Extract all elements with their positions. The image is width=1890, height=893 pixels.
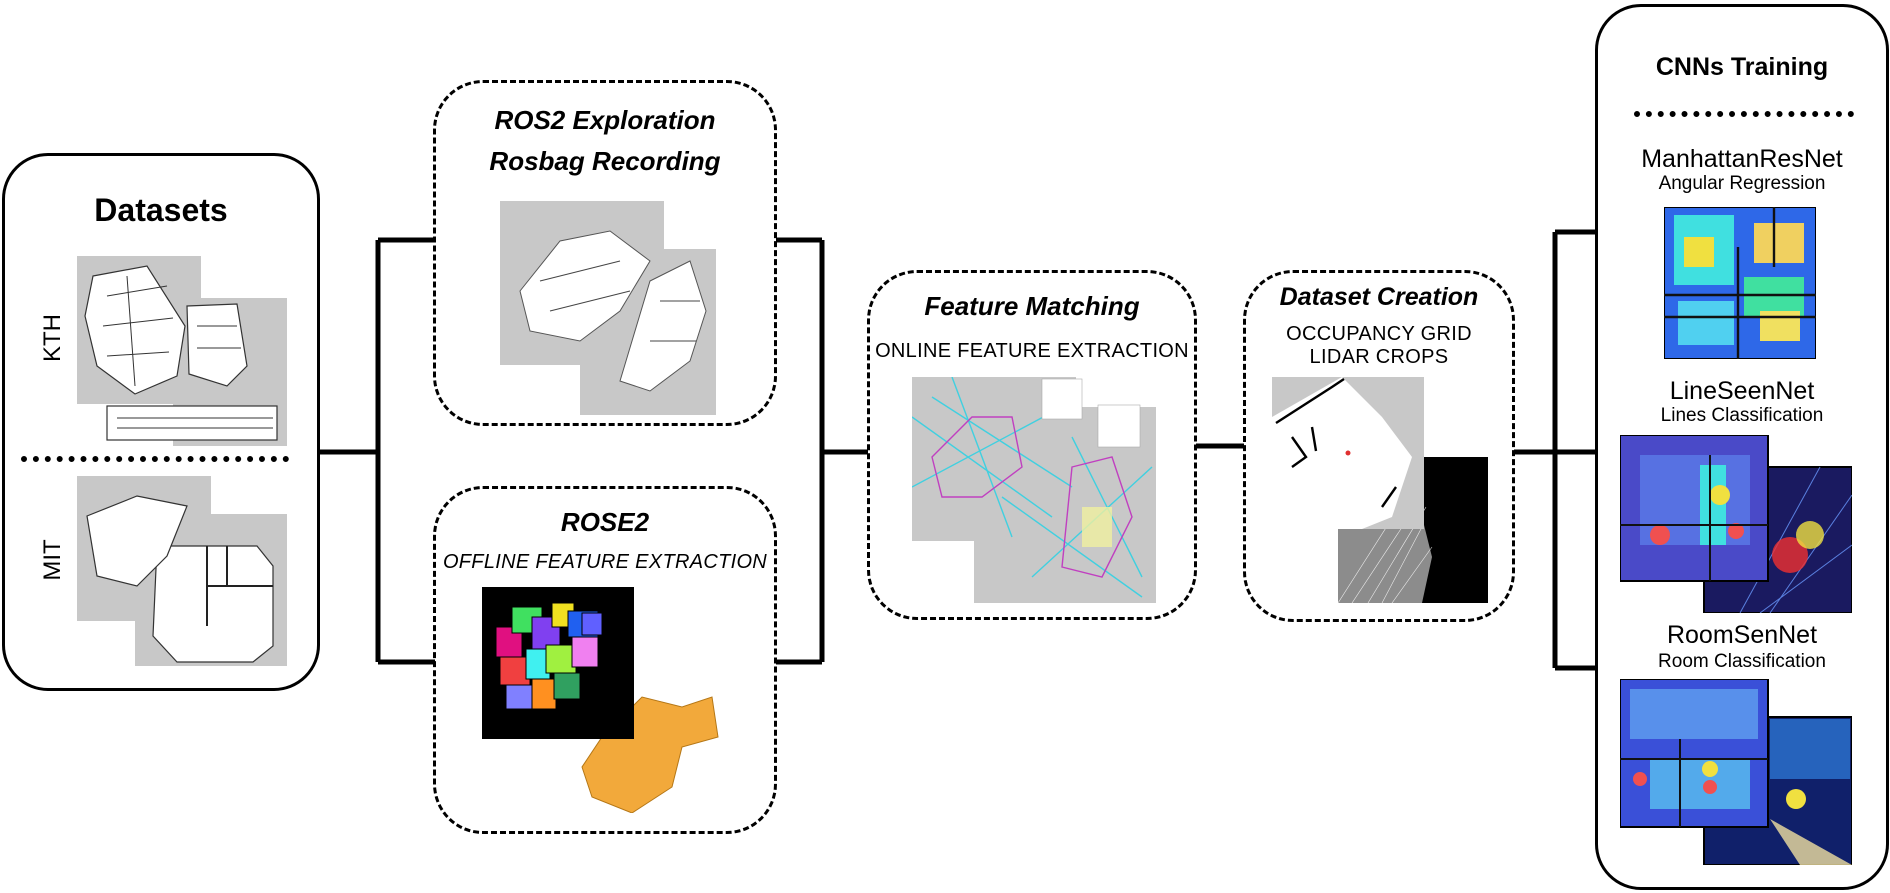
manhattanresnet-name: ManhattanResNet	[1641, 145, 1843, 173]
cnn-training-title: CNNs Training	[1655, 53, 1829, 81]
rosbag-recording-title: Rosbag Recording	[489, 146, 721, 176]
datasets-title: Datasets	[94, 192, 228, 228]
dataset-creation-title: Dataset Creation	[1279, 283, 1479, 311]
feature-matching-panel: Feature Matching ONLINE FEATURE EXTRACTI…	[867, 270, 1197, 620]
rose2-segmentation-image	[482, 587, 719, 813]
ros2-exploration-title: ROS2 Exploration	[494, 105, 716, 135]
lineseennet-name: LineSeenNet	[1669, 377, 1815, 405]
lineseennet-heatmap	[1620, 435, 1852, 613]
occupancy-grid-label: OCCUPANCY GRID	[1286, 323, 1472, 345]
exploration-map-image	[500, 201, 716, 415]
rose2-title: ROSE2	[560, 507, 650, 537]
cnn-training-panel: CNNs Training ManhattanResNet Angular Re…	[1595, 4, 1889, 890]
roomsennet-heatmap	[1620, 679, 1852, 865]
roomsennet-task: Room Classification	[1658, 651, 1826, 672]
cnn-divider	[1634, 111, 1854, 117]
mit-label: MIT	[39, 539, 66, 581]
kth-label: KTH	[39, 314, 66, 362]
lineseennet-task: Lines Classification	[1660, 405, 1824, 426]
datasets-divider	[21, 456, 289, 462]
rose2-panel: ROSE2 OFFLINE FEATURE EXTRACTION	[433, 486, 777, 834]
feature-matching-subtitle: ONLINE FEATURE EXTRACTION	[875, 340, 1189, 362]
lidar-crops-label: LIDAR CROPS	[1309, 346, 1449, 368]
dataset-creation-panel: Dataset Creation OCCUPANCY GRID LIDAR CR…	[1243, 270, 1515, 622]
feature-matching-image	[912, 377, 1156, 603]
rose2-subtitle: OFFLINE FEATURE EXTRACTION	[442, 551, 768, 573]
kth-map-image	[77, 256, 287, 446]
datasets-panel: Datasets KTH MIT	[2, 153, 320, 691]
ros2-exploration-panel: ROS2 Exploration Rosbag Recording	[433, 80, 777, 426]
feature-matching-title: Feature Matching	[924, 291, 1140, 321]
manhattanresnet-task: Angular Regression	[1658, 173, 1826, 194]
occupancy-lidar-image	[1272, 377, 1488, 603]
mit-map-image	[77, 476, 287, 666]
roomsennet-name: RoomSenNet	[1666, 621, 1818, 649]
manhattanresnet-heatmap	[1664, 207, 1816, 359]
